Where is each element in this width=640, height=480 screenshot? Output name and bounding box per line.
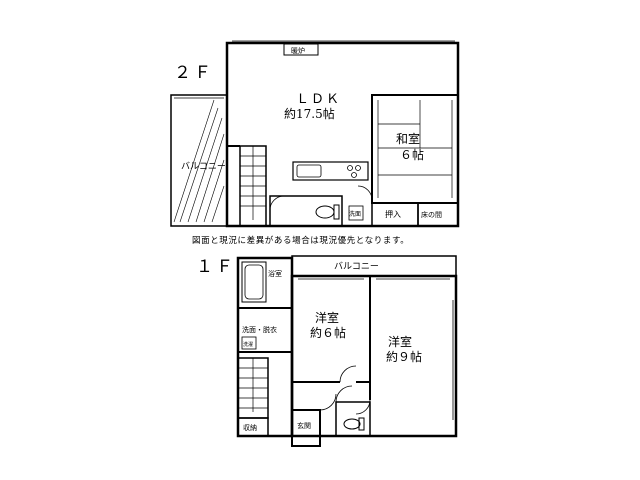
senmen-label: 洗面・脱衣 (242, 325, 277, 334)
floor-1-balcony (291, 255, 457, 277)
yoshitsu-1-title: 洋室 (315, 310, 339, 325)
disclaimer-note: 図面と現況に差異がある場合は現況優先となります。 (192, 235, 409, 246)
yoshitsu-2-size: 約９帖 (386, 349, 422, 364)
floor-1-plan (236, 255, 458, 447)
yoshitsu-1-size: 約６帖 (310, 325, 346, 340)
floor-1-storage (237, 417, 269, 437)
floor-2-toilet-room (269, 195, 343, 227)
bathtub (241, 261, 267, 303)
genkan-label: 玄関 (297, 421, 311, 430)
tokonoma-label: 床の間 (421, 210, 442, 219)
washitsu-title: 和室 (396, 131, 420, 146)
floor-2-plan (170, 40, 460, 228)
floor-1-label: １Ｆ (196, 257, 236, 277)
tokonoma (417, 202, 459, 227)
floor-1-balcony-label: バルコニー (334, 261, 379, 272)
floor-2-toilet-tag: 洗面 (349, 210, 361, 218)
washitsu-size: ６帖 (400, 147, 424, 162)
ldk-title: ＬＤＫ (296, 92, 341, 107)
danro-box (283, 43, 319, 56)
floor-2-balcony-outline (170, 94, 228, 227)
floor-2-label: ２Ｆ (174, 63, 214, 83)
kitchen-counter (292, 161, 369, 181)
shuno-label: 収納 (243, 423, 257, 432)
balcony-hatch (173, 99, 225, 223)
floor-2-balcony-label: バルコニー (181, 161, 226, 172)
ldk-size: 約17.5帖 (284, 106, 335, 121)
danro-label: 暖炉 (291, 46, 305, 55)
yoshitsu-2-title: 洋室 (388, 334, 412, 349)
floor-1-main-block (290, 274, 458, 438)
floor-1-toilet (335, 401, 371, 437)
oshiire-label: 押入 (385, 209, 401, 219)
yokushitsu-label: 浴室 (268, 269, 282, 278)
washer-label: 洗濯 (243, 341, 253, 348)
